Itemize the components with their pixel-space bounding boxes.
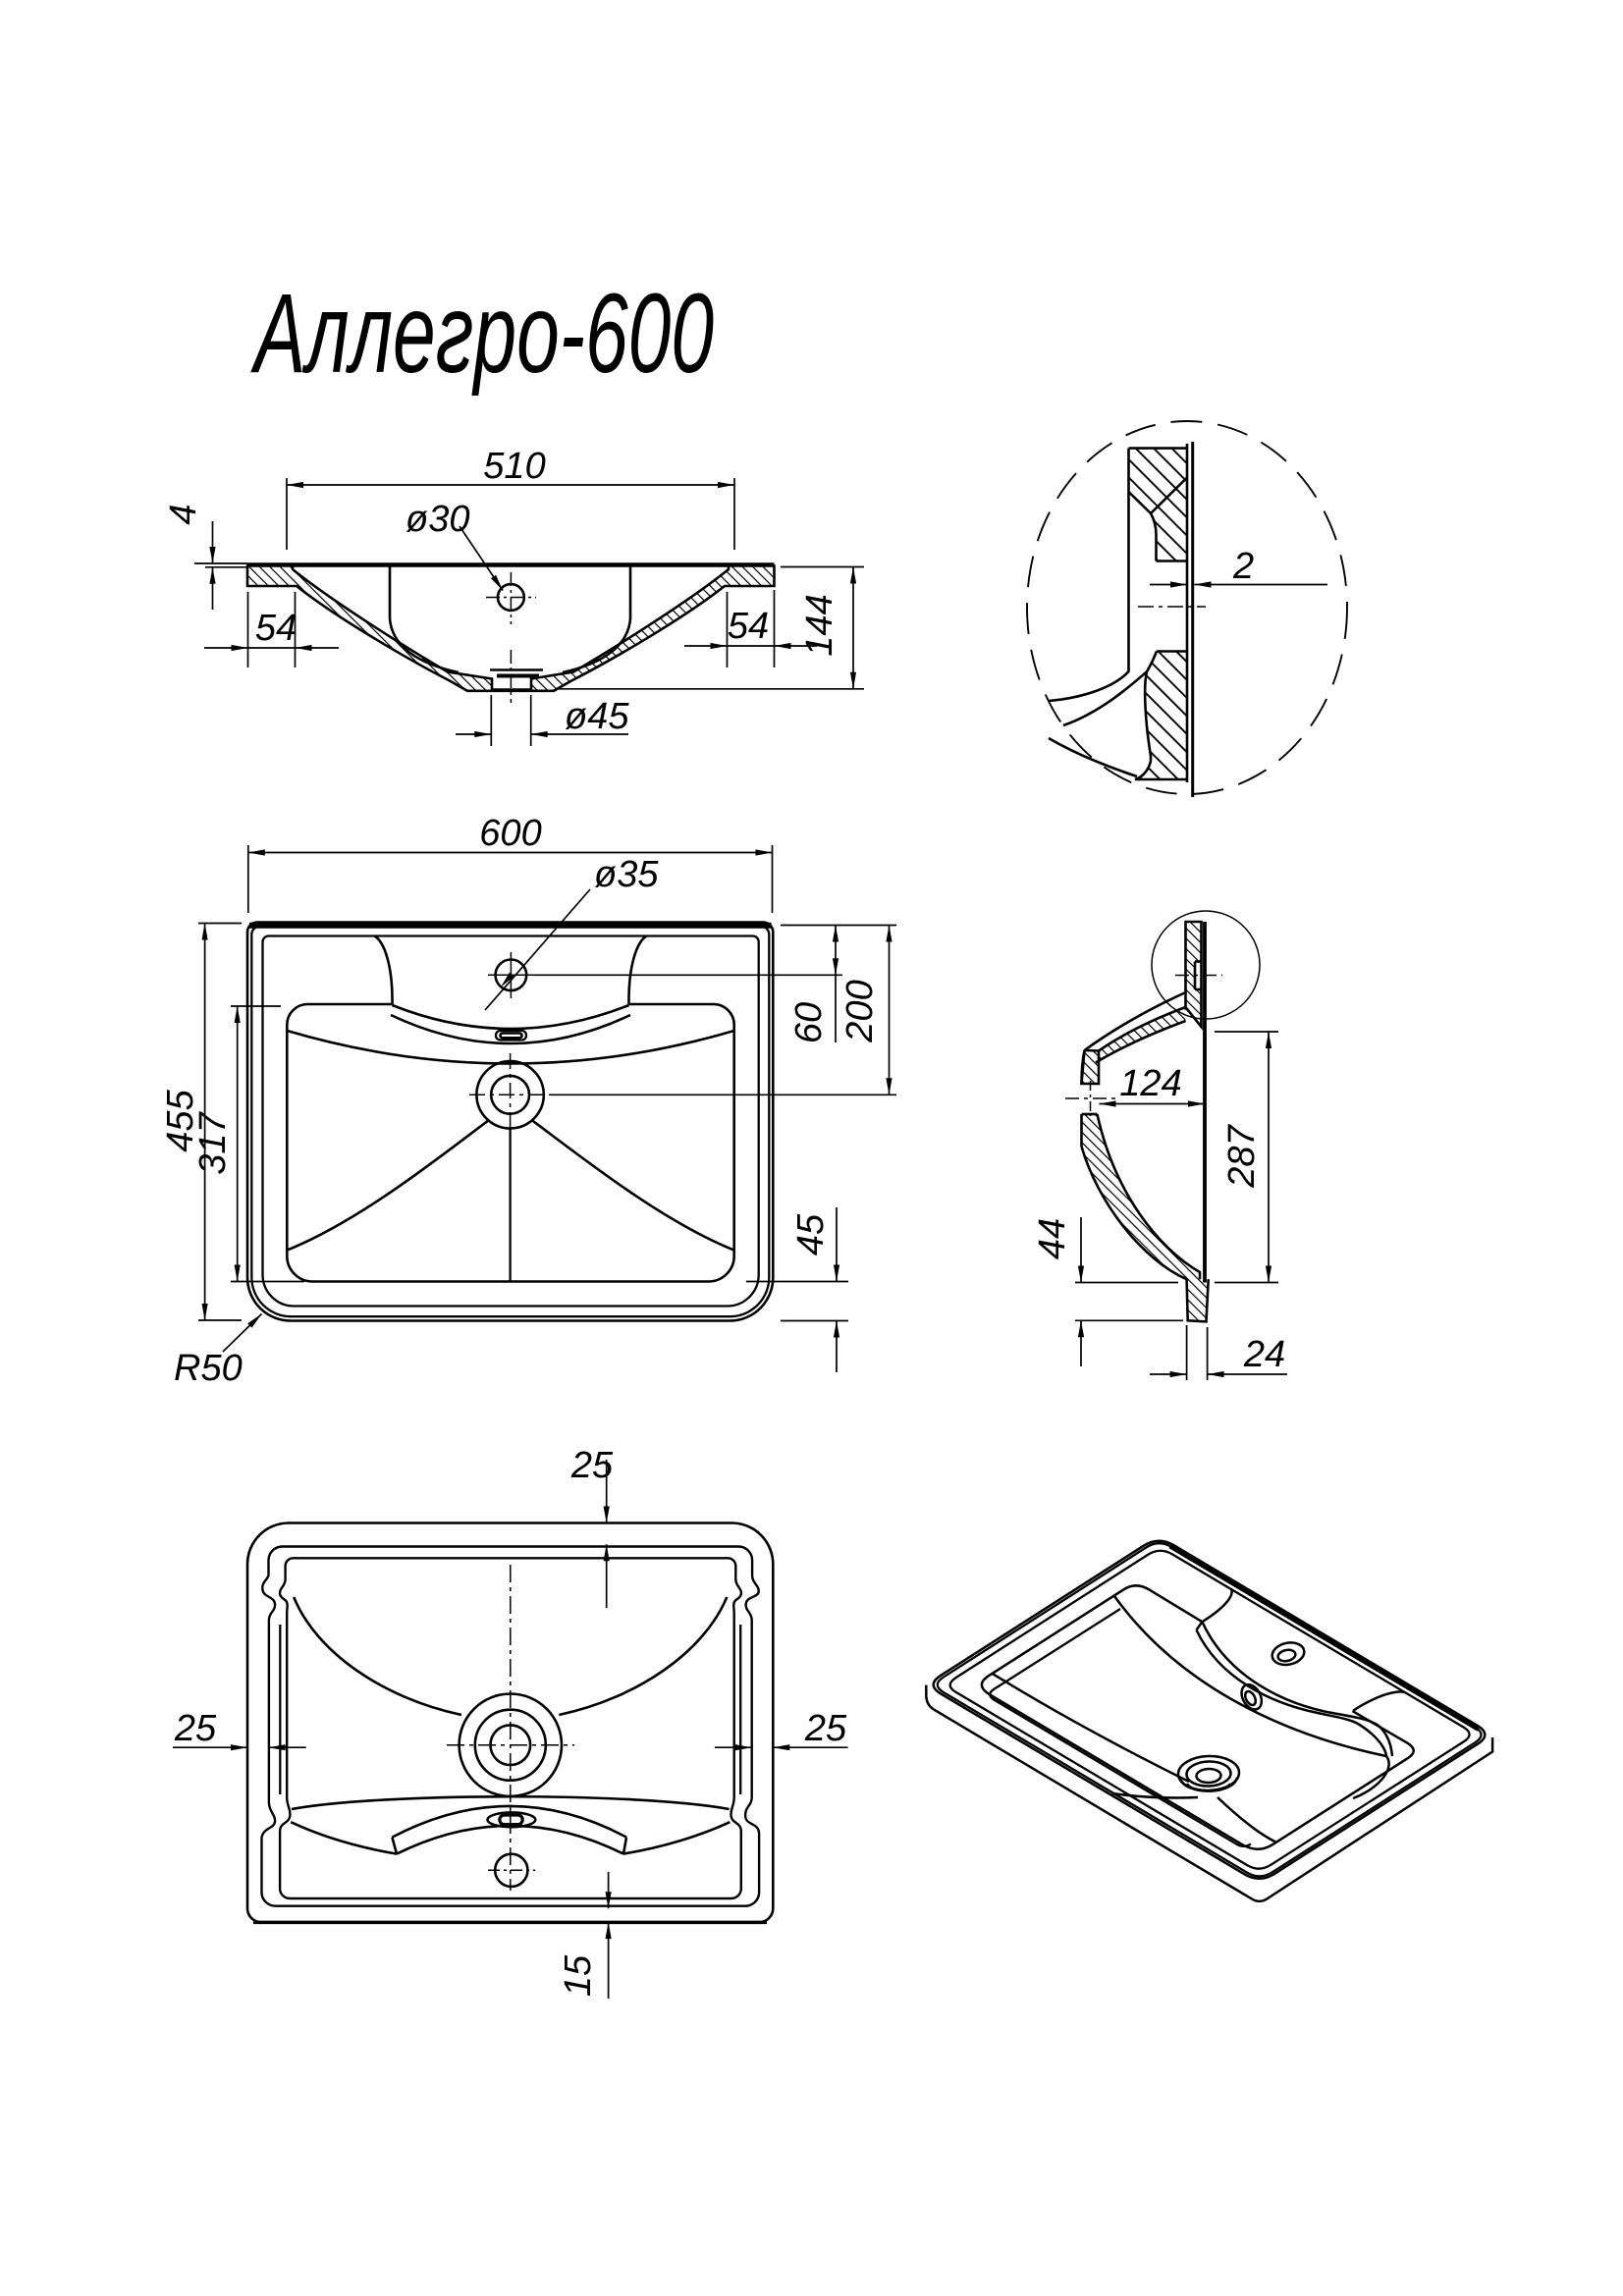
svg-text:ø35: ø35	[594, 854, 659, 895]
svg-text:287: 287	[1221, 1123, 1263, 1188]
svg-text:ø45: ø45	[565, 696, 629, 737]
svg-text:24: 24	[1243, 1334, 1285, 1375]
svg-text:455: 455	[160, 1089, 201, 1151]
svg-text:25: 25	[174, 1708, 217, 1749]
svg-text:144: 144	[799, 594, 840, 656]
svg-text:54: 54	[728, 606, 769, 647]
svg-text:Аллегро-600: Аллегро-600	[250, 271, 714, 397]
svg-text:54: 54	[255, 608, 297, 649]
svg-text:600: 600	[479, 813, 541, 854]
svg-text:124: 124	[1119, 1063, 1181, 1104]
svg-text:60: 60	[788, 1002, 830, 1043]
svg-text:45: 45	[790, 1213, 832, 1255]
svg-text:4: 4	[163, 504, 204, 524]
svg-text:317: 317	[192, 1110, 234, 1174]
svg-text:25: 25	[570, 1445, 614, 1486]
svg-text:510: 510	[483, 446, 545, 487]
svg-text:25: 25	[804, 1708, 847, 1749]
svg-text:2: 2	[1232, 546, 1254, 587]
svg-text:200: 200	[839, 980, 881, 1042]
svg-text:R50: R50	[174, 1348, 243, 1389]
svg-text:ø30: ø30	[406, 499, 469, 540]
svg-text:15: 15	[558, 1954, 599, 1997]
svg-text:44: 44	[1032, 1218, 1073, 1259]
